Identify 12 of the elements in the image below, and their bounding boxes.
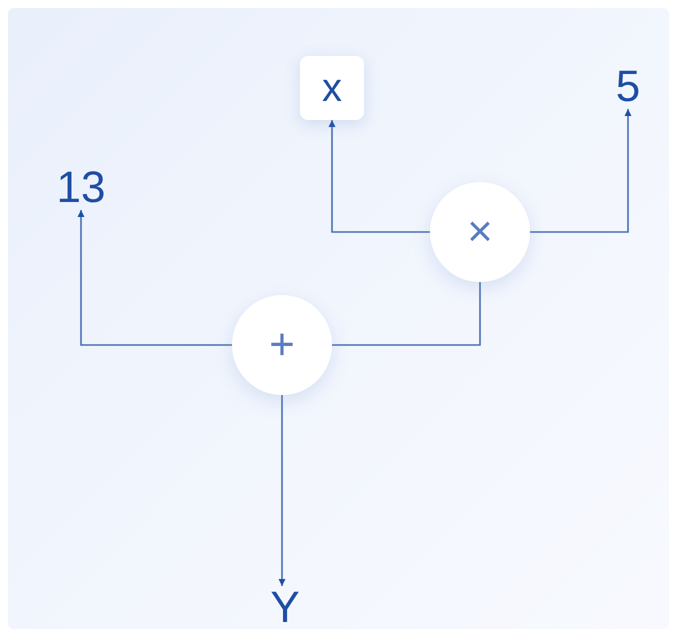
arrow: [530, 109, 632, 233]
arrow: [278, 395, 286, 586]
operator-symbol: ×: [467, 210, 493, 254]
operator-symbol: +: [269, 323, 295, 367]
value-label: 5: [614, 65, 642, 109]
variable-box: [300, 56, 364, 120]
value-label: Y: [269, 586, 301, 630]
value-label: 13: [54, 166, 108, 210]
connector-line: [332, 282, 481, 346]
arrow: [78, 210, 232, 346]
arrow: [328, 120, 430, 233]
variable-label: x: [322, 68, 342, 108]
